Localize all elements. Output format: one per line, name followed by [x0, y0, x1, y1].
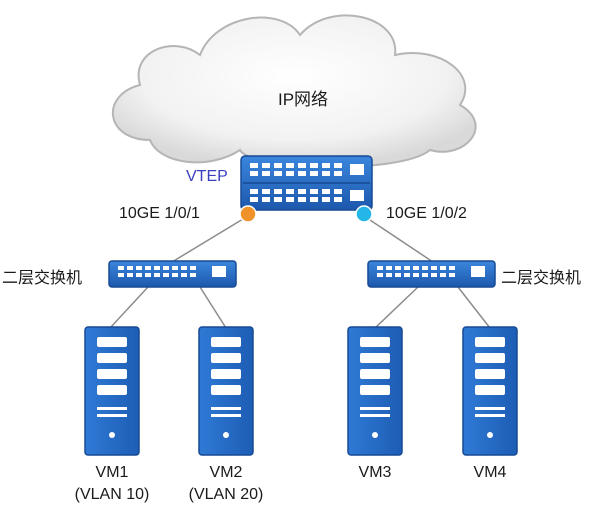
vm1-label: VM1 (VLAN 10) — [62, 462, 162, 506]
vm2-label: VM2 (VLAN 20) — [176, 462, 276, 506]
vm1-vlan: (VLAN 10) — [74, 486, 150, 503]
links — [109, 215, 491, 329]
left-switch-icon — [108, 260, 237, 288]
server-icon-vm4 — [462, 326, 518, 456]
core-switch-icon — [240, 155, 373, 211]
server-icon-vm1 — [84, 326, 140, 456]
cloud-label: IP网络 — [278, 90, 329, 109]
port-dot-right — [355, 205, 373, 223]
link-left-switch-vm2 — [199, 286, 227, 329]
vm2-vlan: (VLAN 20) — [188, 486, 264, 503]
vm2-name: VM2 — [209, 464, 243, 481]
server-icon-vm3 — [347, 326, 403, 456]
vtep-label: VTEP — [186, 168, 228, 185]
vm4-name: VM4 — [473, 464, 507, 481]
link-core-right-switch — [363, 215, 434, 263]
right-switch-label: 二层交换机 — [501, 270, 582, 287]
left-switch-label: 二层交换机 — [2, 270, 83, 287]
right-switch-icon — [367, 260, 496, 288]
vm3-name: VM3 — [358, 464, 392, 481]
vm4-label: VM4 — [440, 462, 540, 484]
link-left-switch-vm1 — [109, 286, 149, 329]
vm1-name: VM1 — [95, 464, 129, 481]
link-right-switch-vm3 — [374, 286, 419, 329]
port-label-right: 10GE 1/0/2 — [386, 205, 467, 222]
link-core-left-switch — [171, 215, 249, 263]
vm3-label: VM3 — [325, 462, 425, 484]
server-icon-vm2 — [198, 326, 254, 456]
port-label-left: 10GE 1/0/1 — [119, 205, 200, 222]
port-dot-left — [239, 205, 257, 223]
link-right-switch-vm4 — [457, 286, 491, 329]
